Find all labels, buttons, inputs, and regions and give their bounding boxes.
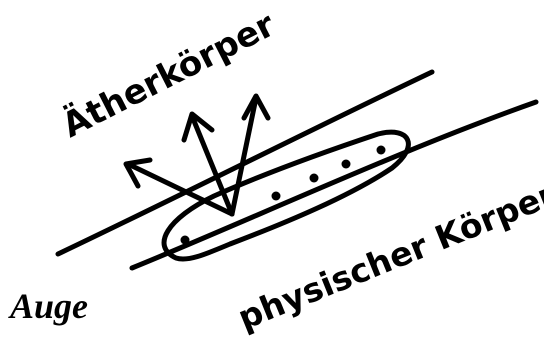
aether-body-label: Ätherkörper <box>55 4 281 146</box>
ellipse-dot <box>342 160 351 169</box>
ellipse-dot <box>272 192 281 201</box>
ellipse-dot <box>377 146 386 155</box>
eye-label: Auge <box>8 286 88 326</box>
ellipse-dot <box>310 174 319 183</box>
ellipse-dot <box>181 236 190 245</box>
radiating-arrows <box>126 96 268 214</box>
